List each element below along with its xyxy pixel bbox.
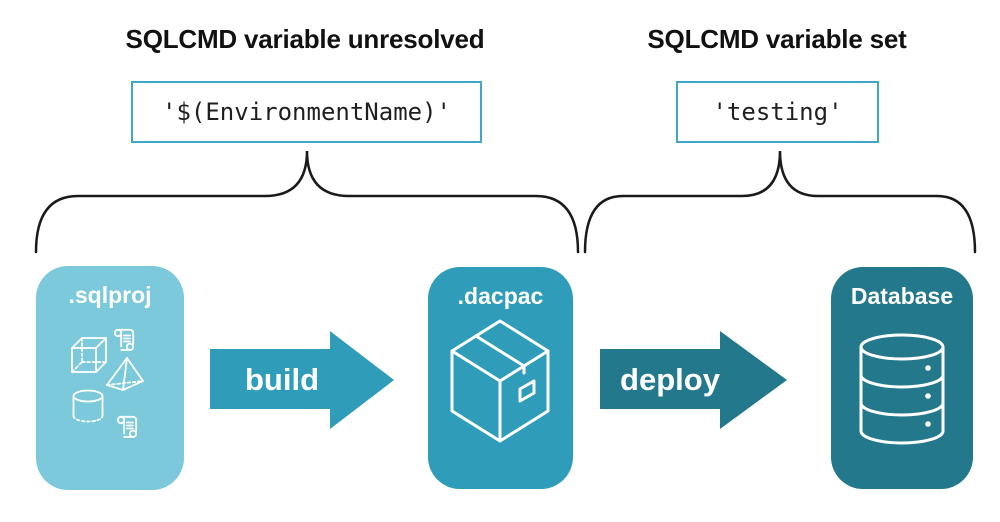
database-card-label: Database: [850, 283, 954, 309]
sqlproj-icon-cluster: [71, 328, 144, 438]
left-heading: SQLCMD variable unresolved: [125, 24, 485, 54]
sqlproj-card-label: .sqlproj: [68, 282, 152, 308]
scroll-icon: [113, 328, 135, 351]
unresolved-variable-value: '$(EnvironmentName)': [162, 98, 451, 126]
deploy-arrow-label: deploy: [620, 362, 720, 397]
package-icon: [450, 319, 550, 443]
pyramid-icon: [106, 357, 144, 391]
dacpac-card: .dacpac: [428, 267, 573, 489]
build-arrow-label: build: [244, 362, 320, 397]
cylinder-icon: [72, 389, 104, 423]
resolved-variable-box: 'testing': [676, 81, 879, 143]
scroll-icon: [116, 415, 138, 438]
cube-icon: [71, 337, 107, 373]
right-brace: [583, 150, 977, 254]
unresolved-variable-box: '$(EnvironmentName)': [131, 81, 482, 143]
deploy-arrow: [600, 331, 787, 429]
resolved-variable-value: 'testing': [712, 98, 843, 126]
build-arrow-shape: [210, 331, 394, 429]
dacpac-card-label: .dacpac: [457, 283, 544, 309]
deploy-arrow-shape: [600, 331, 787, 429]
right-heading: SQLCMD variable set: [647, 24, 907, 54]
build-arrow: [210, 331, 394, 429]
database-card: Database: [831, 267, 973, 489]
left-brace: [34, 150, 580, 254]
sqlproj-card: .sqlproj: [36, 266, 184, 490]
database-icon: [859, 333, 945, 445]
